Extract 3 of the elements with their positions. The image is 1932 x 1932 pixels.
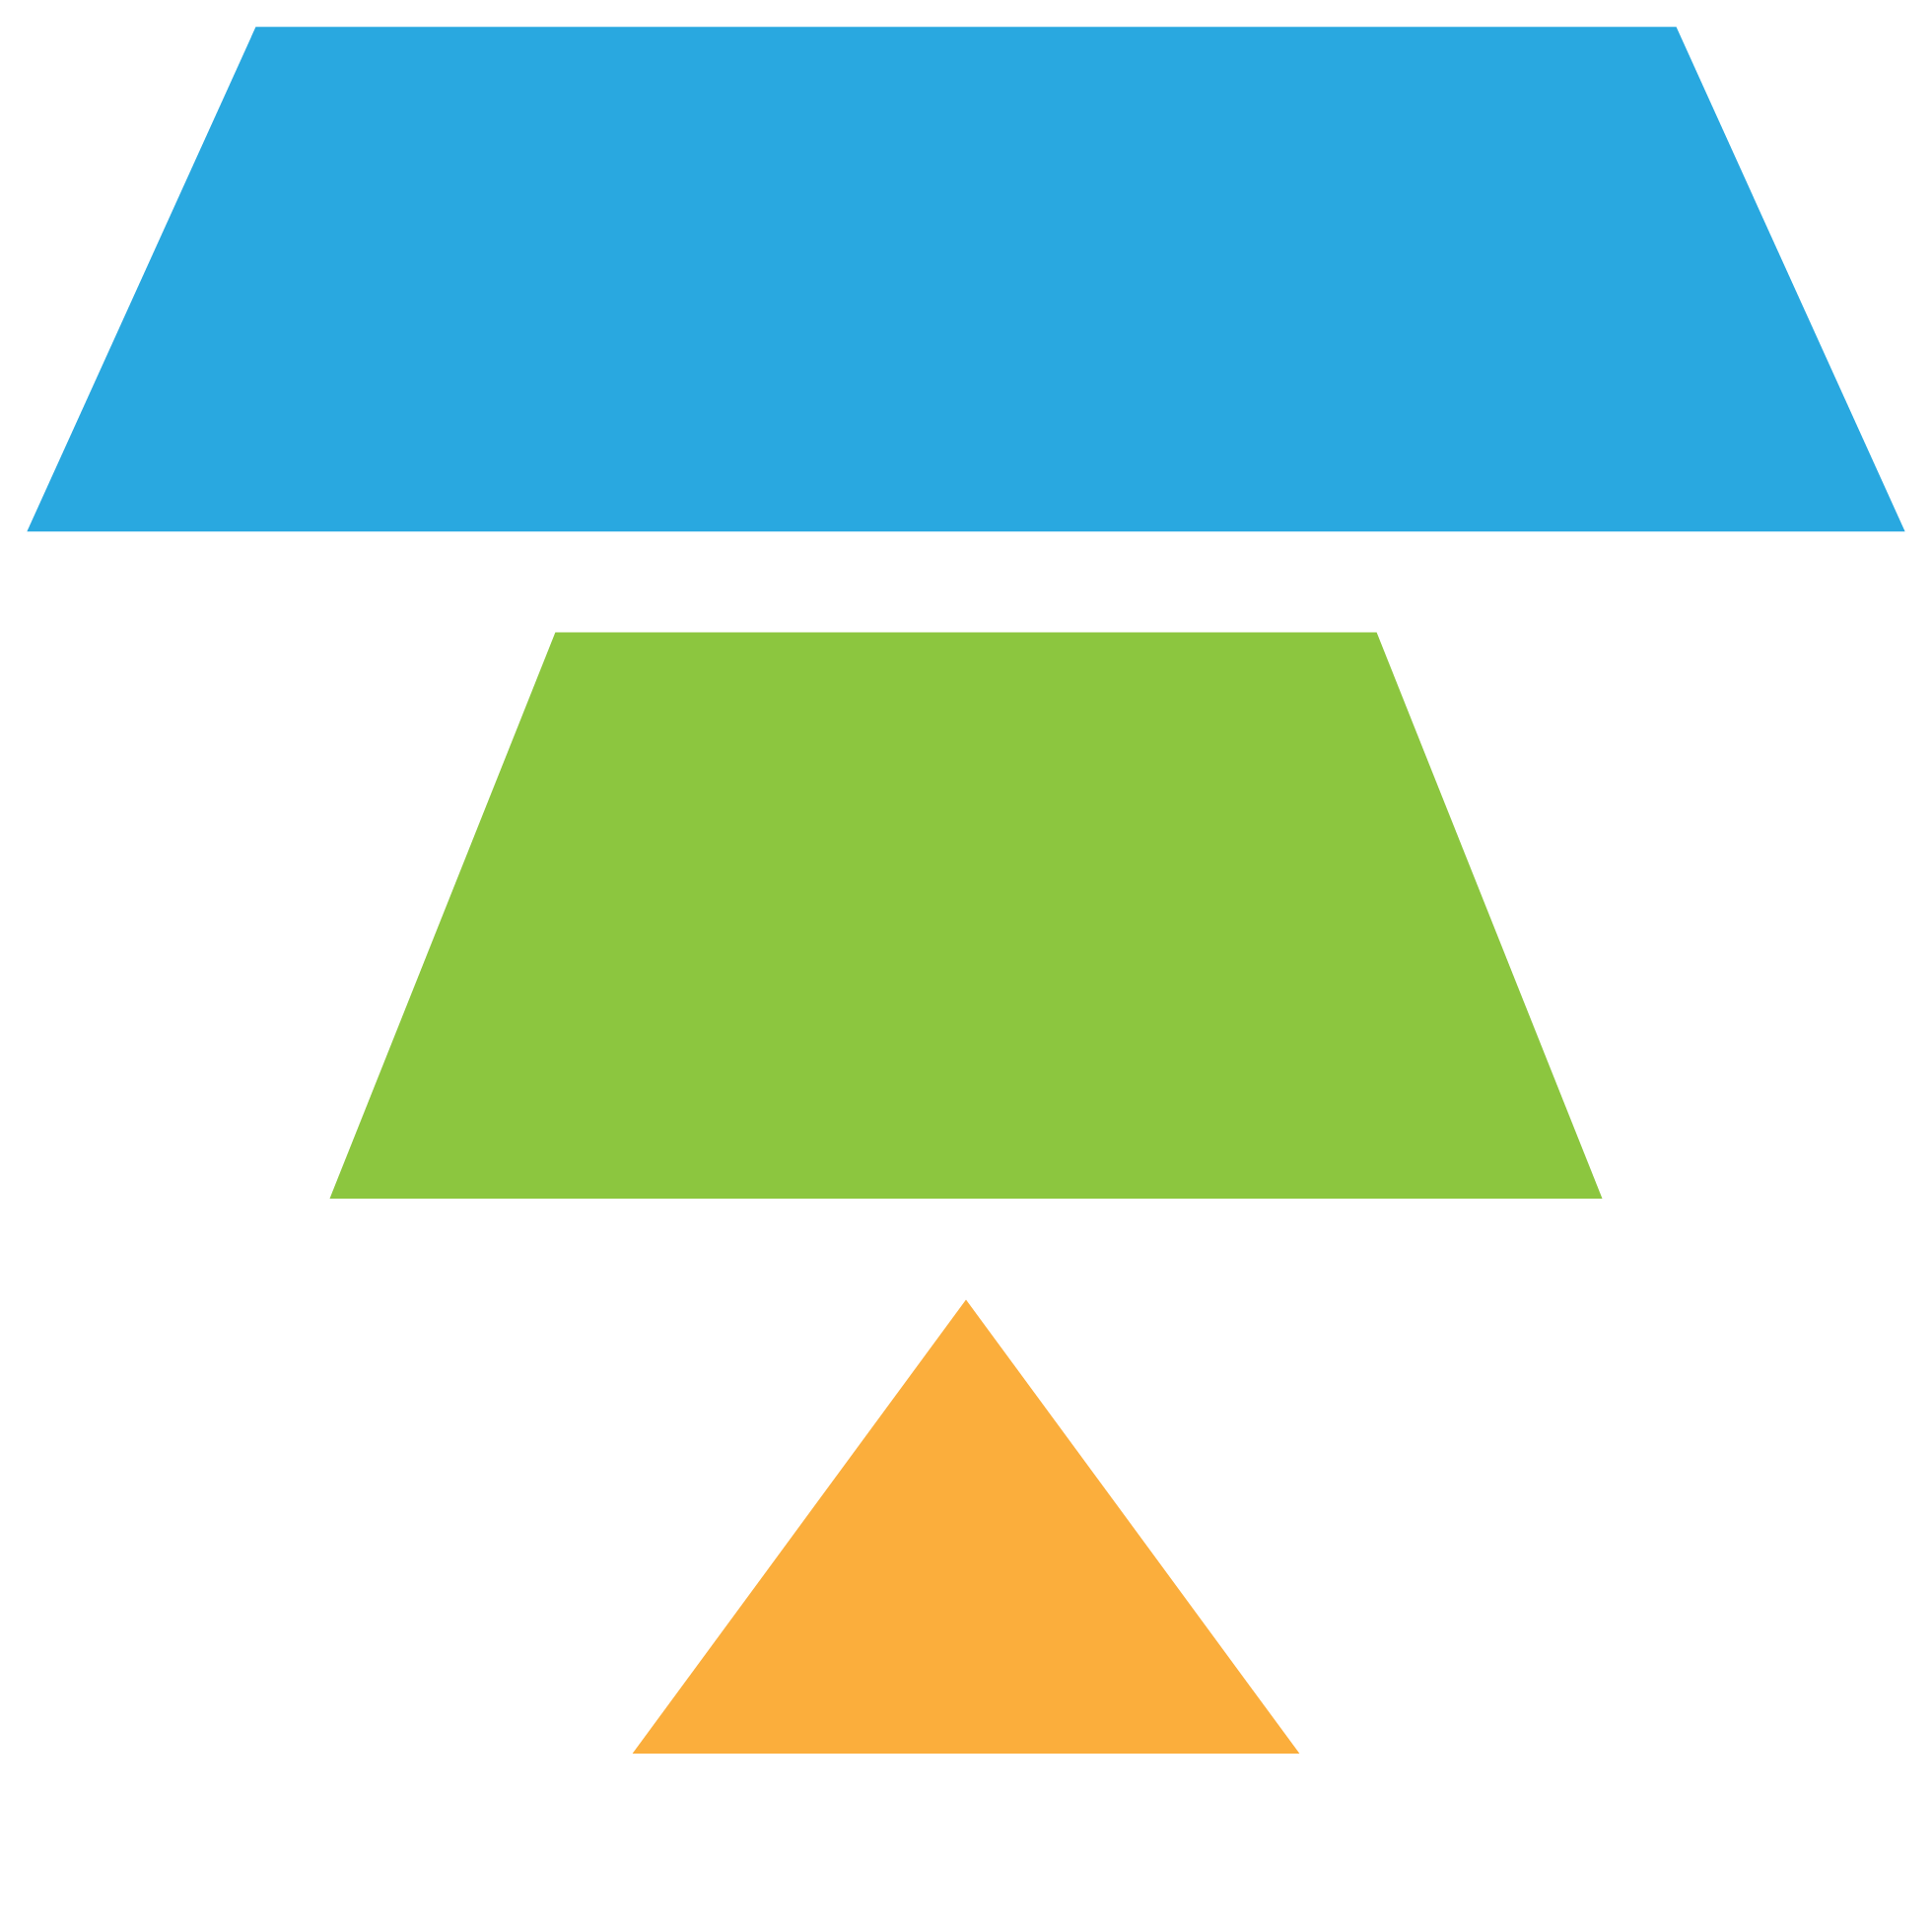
- node-trapezoid: [329, 632, 1603, 1199]
- node-triangle: [632, 1299, 1300, 1755]
- node-trapezoid: [27, 27, 1905, 532]
